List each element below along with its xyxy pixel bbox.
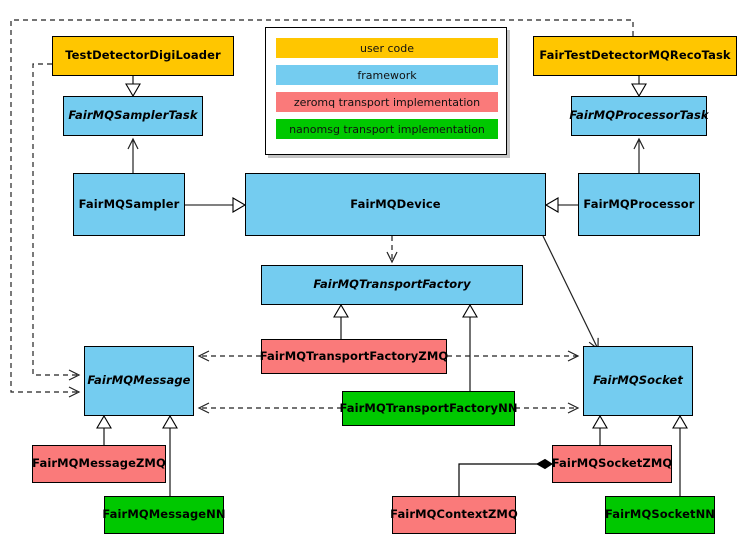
legend-item-user-code: user code [276,38,498,58]
edge-messagezmq-to-message [96,414,112,445]
class-node-label: FairMQSocketZMQ [551,456,673,471]
class-node-label: FairMQMessageNN [102,507,226,522]
edge-transportfactorynn-to-transportfactory [462,303,478,391]
class-node-FairMQTransportFactoryNN[interactable]: FairMQTransportFactoryNN [339,391,518,426]
class-node-label: FairMQSamplerTask [68,108,198,123]
class-node-FairMQSocketNN[interactable]: FairMQSocketNN [605,496,715,534]
class-node-FairMQSocket[interactable]: FairMQSocket [583,346,693,416]
class-node-FairMQContextZMQ[interactable]: FairMQContextZMQ [390,496,518,534]
class-node-FairMQTransportFactory[interactable]: FairMQTransportFactory [261,265,523,305]
class-node-label: FairMQSocket [593,373,683,388]
legend-label-framework: framework [357,68,417,82]
legend-label-zeromq: zeromq transport implementation [293,95,481,109]
class-node-TestDetectorDigiLoader[interactable]: TestDetectorDigiLoader [52,36,234,76]
class-node-label: FairMQSocketNN [604,507,716,522]
edge-samplertask-to-digiloader [125,76,141,98]
class-node-FairMQSocketZMQ[interactable]: FairMQSocketZMQ [552,445,672,483]
class-node-label: FairMQContextZMQ [390,507,518,522]
edge-socketnn-to-socket [672,414,688,496]
legend-item-zeromq: zeromq transport implementation [276,92,498,112]
class-node-FairMQDevice[interactable]: FairMQDevice [245,173,546,236]
class-node-FairMQMessage[interactable]: FairMQMessage [84,346,194,416]
color-legend: user code framework zeromq transport imp… [265,27,507,155]
class-node-FairMQMessageZMQ[interactable]: FairMQMessageZMQ [32,445,166,483]
legend-item-framework: framework [276,65,498,85]
class-node-label: FairMQProcessorTask [569,108,709,123]
edge-socketzmq-to-contextzmq [458,458,553,496]
class-node-label: FairMQTransportFactoryZMQ [259,348,449,363]
edge-transportfactoryzmq-to-transportfactory [333,303,349,339]
legend-label-nanomsg: nanomsg transport implementation [289,122,485,136]
legend-label-user-code: user code [359,41,415,55]
class-node-FairMQTransportFactoryZMQ[interactable]: FairMQTransportFactoryZMQ [259,339,449,374]
legend-item-nanomsg: nanomsg transport implementation [276,119,498,139]
edge-sampler-to-device [185,197,247,213]
class-node-label: FairMQTransportFactory [313,277,471,292]
class-node-label: FairMQDevice [350,196,441,211]
edge-processortask-to-recotask [631,76,647,98]
class-node-FairMQSamplerTask[interactable]: FairMQSamplerTask [63,96,203,136]
class-node-label: TestDetectorDigiLoader [65,48,221,63]
class-node-FairMQProcessorTask[interactable]: FairMQProcessorTask [569,96,709,136]
class-node-label: FairTestDetectorMQRecoTask [539,48,731,63]
class-node-FairMQProcessor[interactable]: FairMQProcessor [578,173,700,236]
class-node-label: FairMQMessageZMQ [32,456,166,471]
edge-device-to-socket [542,235,599,351]
class-node-FairTestDetectorMQRecoTask[interactable]: FairTestDetectorMQRecoTask [533,36,737,76]
class-node-FairMQSampler[interactable]: FairMQSampler [73,173,185,236]
class-node-FairMQMessageNN[interactable]: FairMQMessageNN [102,496,226,534]
class-node-label: FairMQProcessor [583,196,695,211]
edge-processor-to-device [544,197,578,213]
edge-socketzmq-to-socket [592,414,608,445]
class-node-label: FairMQTransportFactoryNN [339,400,518,415]
class-node-label: FairMQMessage [87,373,191,388]
class-node-label: FairMQSampler [78,196,180,211]
